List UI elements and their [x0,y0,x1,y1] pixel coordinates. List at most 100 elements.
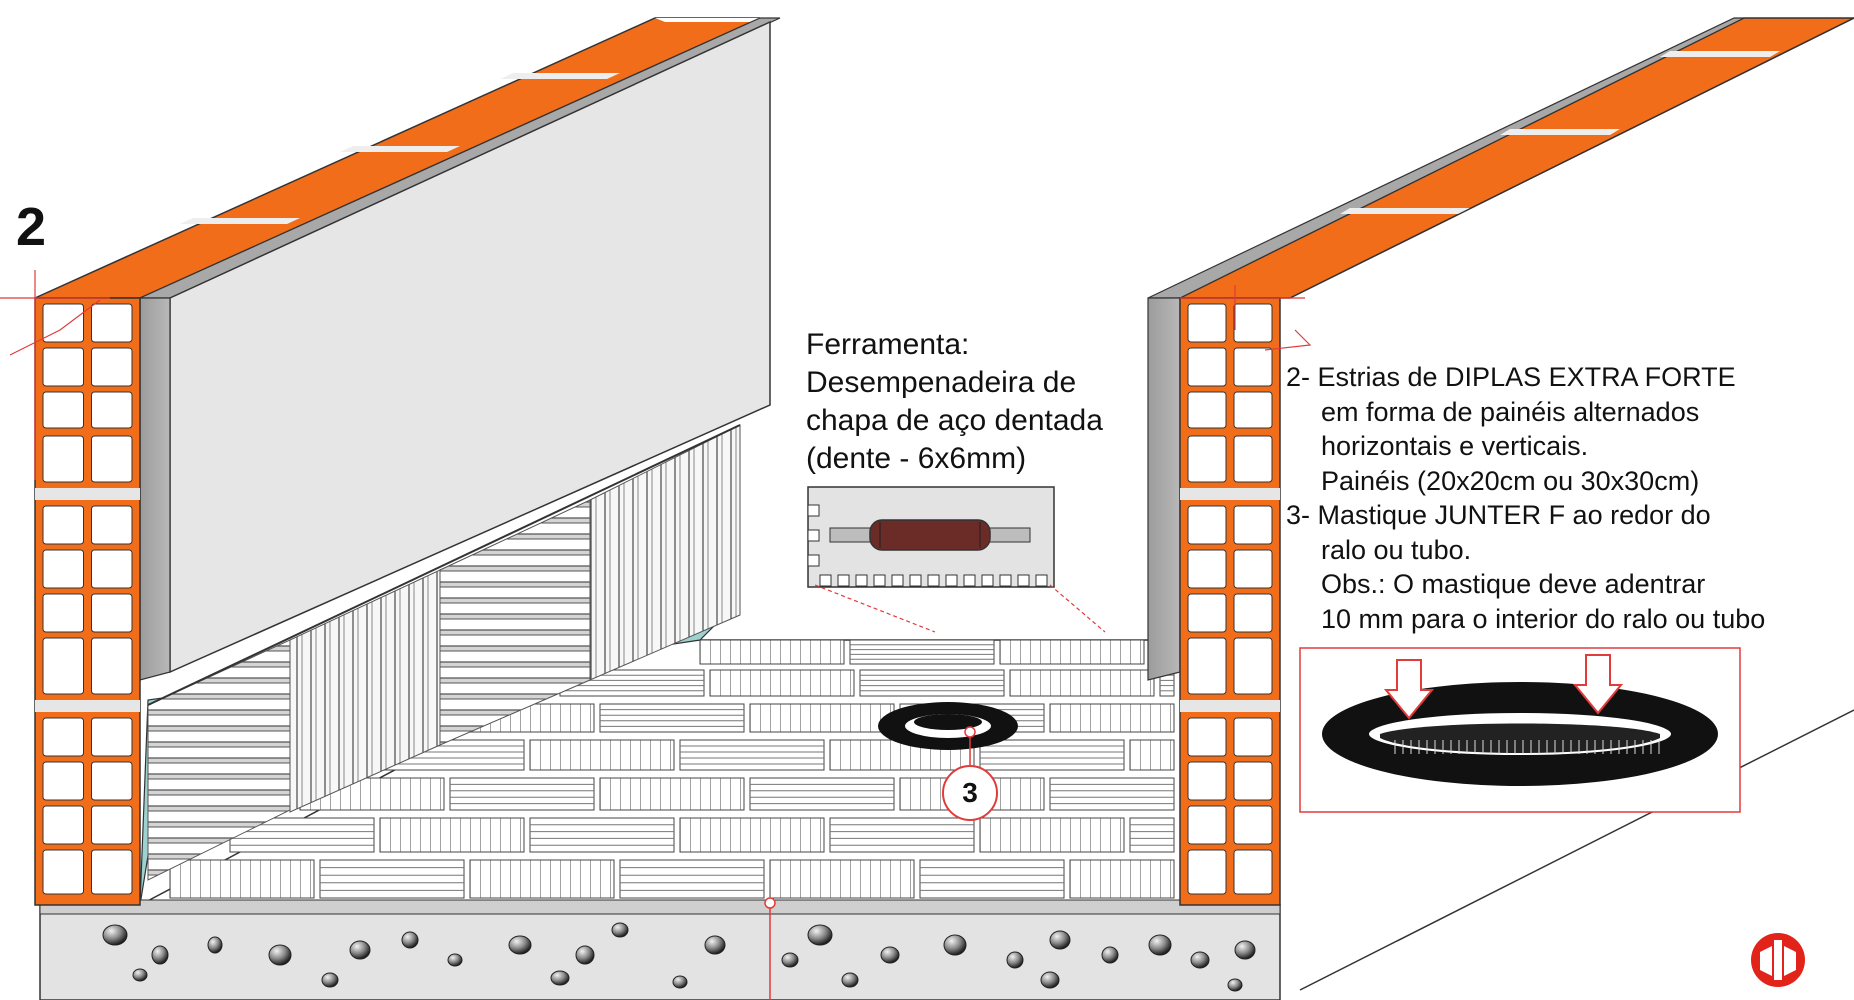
brick-hole [1233,549,1273,589]
brick-hole [1233,637,1273,695]
floor-rib-panel [379,817,525,853]
aggregate-stone [349,940,371,960]
floor-drain [878,702,1018,750]
floor-rib-panel [1129,739,1175,771]
callout-3-badge: 3 [942,765,998,821]
note-line: em forma de painéis alternados [1321,396,1700,427]
floor-rib-panel [599,703,745,733]
note-line: 3- Mastique JUNTER F ao redor do [1286,500,1711,530]
brick-hole [91,761,133,801]
brick-hole [91,435,133,483]
brick-hole [1233,717,1273,757]
aggregate-stone [880,946,900,964]
aggregate-stone [807,924,833,946]
concrete-base [39,899,1281,1000]
brick-hole [91,717,133,757]
drain-wall-ribs [1394,740,1660,754]
aggregate-stone [1234,940,1256,960]
note-line: ralo ou tubo. [1321,534,1472,565]
brick-hole [42,593,84,633]
instruction-notes: 2- Estrias de DIPLAS EXTRA FORTE em form… [1286,360,1765,636]
floor-rib-panel [319,859,465,899]
brick-hole [1187,505,1227,545]
aggregate-stone [102,924,128,946]
aggregate-stone [575,945,595,965]
floor-rib-panel [849,639,995,665]
floor-rib-panel [919,859,1065,899]
brick-hole [91,805,133,845]
brick-hole [1233,805,1273,845]
trowel-tooth [891,574,904,587]
trowel-tooth [855,574,868,587]
trowel-tooth [873,574,886,587]
trowel-tooth [981,574,994,587]
floor-rib-panel [449,777,595,811]
brick-hole [1233,347,1273,387]
aggregate-stone [611,922,629,938]
dimension-marks [0,270,1312,480]
note-line: horizontais e verticais. [1321,431,1589,461]
step-number: 2 [16,197,47,257]
brick-hole [1187,303,1227,343]
note-line: Obs.: O mastique deve adentrar [1321,569,1706,599]
aggregate-stone [1227,978,1243,992]
aggregate-stone [268,944,292,966]
aggregate-stone [1190,951,1210,969]
brick-hole [91,849,133,895]
trowel-tooth [1035,574,1048,587]
aggregate-stone [1040,971,1060,989]
floor-rib-panel [1049,703,1175,733]
center-leader [764,897,776,1000]
trowel-tooth [807,529,820,542]
brick-hole [42,849,84,895]
floor-rib-panel [1049,777,1175,811]
brick-hole [42,347,84,387]
floor-rib-panel [529,817,675,853]
mastic-detail-box [1299,647,1741,813]
trowel-tooth [963,574,976,587]
floor-rib-panel [769,859,915,899]
brick-hole [1187,761,1227,801]
company-logo-icon [1751,933,1805,987]
brick-hole [91,347,133,387]
brick-hole [1187,391,1227,429]
trowel-tool [807,486,1055,588]
brick-hole [42,717,84,757]
note-line: Painéis (20x20cm ou 30x30cm) [1321,465,1700,496]
aggregate-stone [321,972,339,988]
floor-rib-panel [709,669,855,697]
floor-rib-panel [1129,817,1175,853]
trowel-tooth [837,574,850,587]
aggregate-stone [781,952,799,968]
floor-rib-panel [859,669,1005,697]
floor-rib-panel [469,859,615,899]
floor-rib-panel [979,817,1125,853]
trowel-tooth [1017,574,1030,587]
floor-rib-panel [169,859,315,899]
aggregate-stone [841,972,859,988]
brick-hole [1187,549,1227,589]
arrow-down-icon [1572,654,1624,715]
trowel-tooth [999,574,1012,587]
note-line: 10 mm para o interior do ralo ou tubo [1321,603,1766,634]
floor-rib-panel [999,639,1145,665]
tool-leader-lines [814,584,1106,633]
trowel-tooth [807,504,820,517]
aggregate-stone [207,936,223,954]
floor-rib-panel [699,639,845,665]
trowel-tooth [927,574,940,587]
aggregate-stone [132,968,148,982]
left-brick-holes [42,303,133,895]
brick-hole [1233,849,1273,895]
trowel-tooth [945,574,958,587]
floor-panel-group [169,639,1175,899]
trowel-tooth [807,554,820,567]
aggregate-stone [151,945,169,965]
tool-caption-line: chapa de aço dentada [806,404,1103,437]
aggregate-stone [943,934,967,956]
callout-3-leader [964,726,976,765]
trowel-teeth [807,504,1048,587]
brick-hole [1233,435,1273,483]
brick-hole [1233,593,1273,633]
